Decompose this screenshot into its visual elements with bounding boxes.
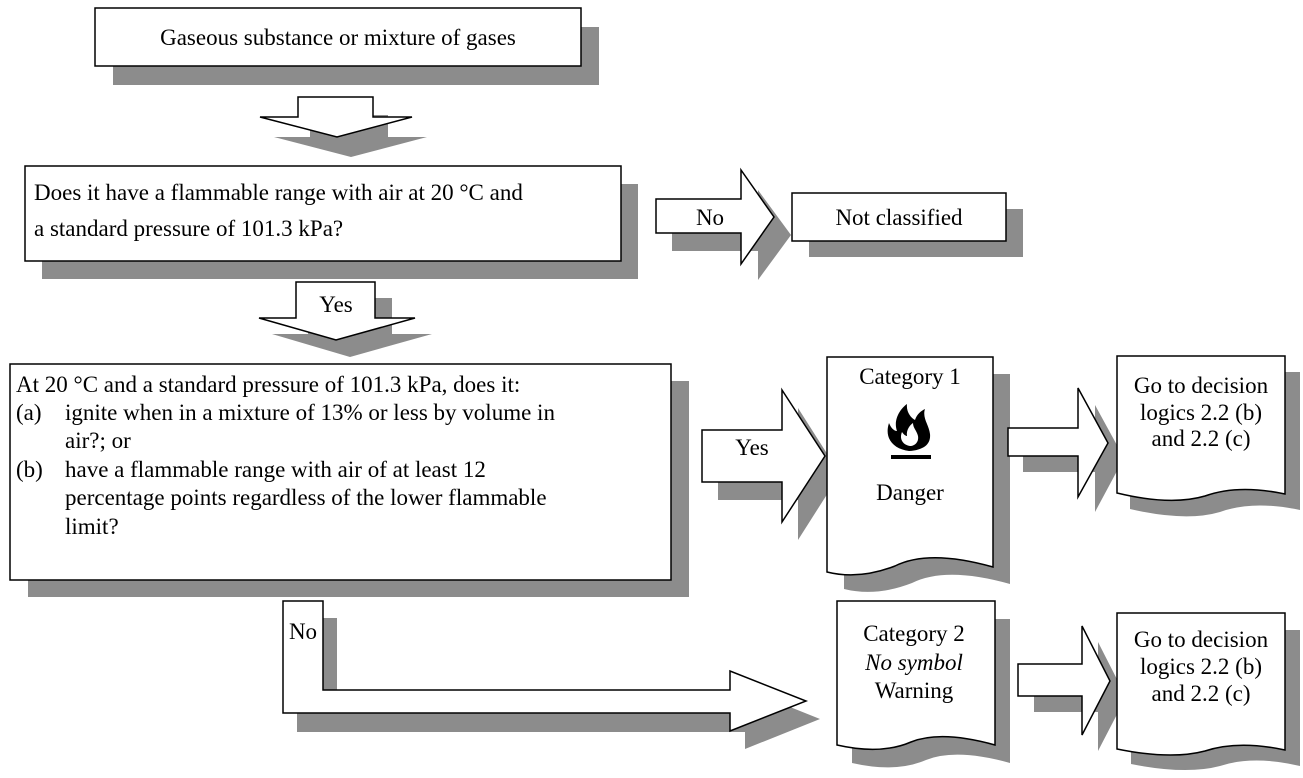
question-1-line-2: a standard pressure of 101.3 kPa? [34,216,343,241]
question-2-marker-a: (a) [16,400,42,425]
category-1-signal: Danger [876,480,944,505]
question-2-item-a-line-2: air?; or [65,428,131,453]
start-box-text: Gaseous substance or mixture of gases [160,25,516,50]
question-1-box: Does it have a flammable range with air … [24,165,638,279]
arrow-q2-no-label: No [289,619,317,644]
question-2-item-b-line-3: limit? [65,514,119,539]
question-2-item-a-line-1: ignite when in a mixture of 13% or less … [65,400,555,425]
arrow-to-next-step-1 [1007,387,1124,512]
category-2-title: Category 2 [863,621,965,646]
next-step-2-box: Go to decision logics 2.2 (b) and 2.2 (c… [1116,612,1300,771]
next-step-2-line-2: logics 2.2 (b) [1140,654,1262,679]
next-step-1-line-3: and 2.2 (c) [1152,426,1251,451]
next-step-1-line-2: logics 2.2 (b) [1140,400,1262,425]
category-2-signal: Warning [875,678,954,703]
start-box: Gaseous substance or mixture of gases [94,7,599,85]
not-classified-box: Not classified [791,192,1023,257]
category-1-title: Category 1 [859,364,961,389]
question-2-marker-b: (b) [16,457,43,482]
category-2-symbol-note: No symbol [864,650,963,675]
next-step-1-box: Go to decision logics 2.2 (b) and 2.2 (c… [1116,355,1300,517]
arrow-q1-yes: Yes [258,281,432,357]
flame-icon [887,404,931,459]
arrow-q1-no-label: No [696,205,724,230]
down-arrow-1 [259,96,427,157]
question-2-item-b-line-2: percentage points regardless of the lowe… [65,485,547,510]
next-step-1-line-1: Go to decision [1134,373,1269,398]
arrow-q1-yes-label: Yes [319,292,353,317]
not-classified-text: Not classified [835,205,963,230]
arrow-q2-yes: Yes [701,387,840,540]
category-2-box: Category 2 No symbol Warning [836,600,1010,768]
question-2-box: At 20 °C and a standard pressure of 101.… [9,363,689,597]
next-step-2-line-1: Go to decision [1134,627,1269,652]
next-step-2-line-3: and 2.2 (c) [1152,681,1251,706]
category-1-box: Category 1 Danger [826,356,1010,592]
question-1-line-1: Does it have a flammable range with air … [34,180,523,205]
arrow-q2-yes-label: Yes [735,435,769,460]
arrow-q1-no: No [655,167,791,280]
arrow-to-next-step-2 [1017,625,1126,751]
arrow-q2-no: No [282,600,820,749]
question-2-intro: At 20 °C and a standard pressure of 101.… [16,372,520,397]
question-2-item-b-line-1: have a flammable range with air of at le… [65,457,486,482]
